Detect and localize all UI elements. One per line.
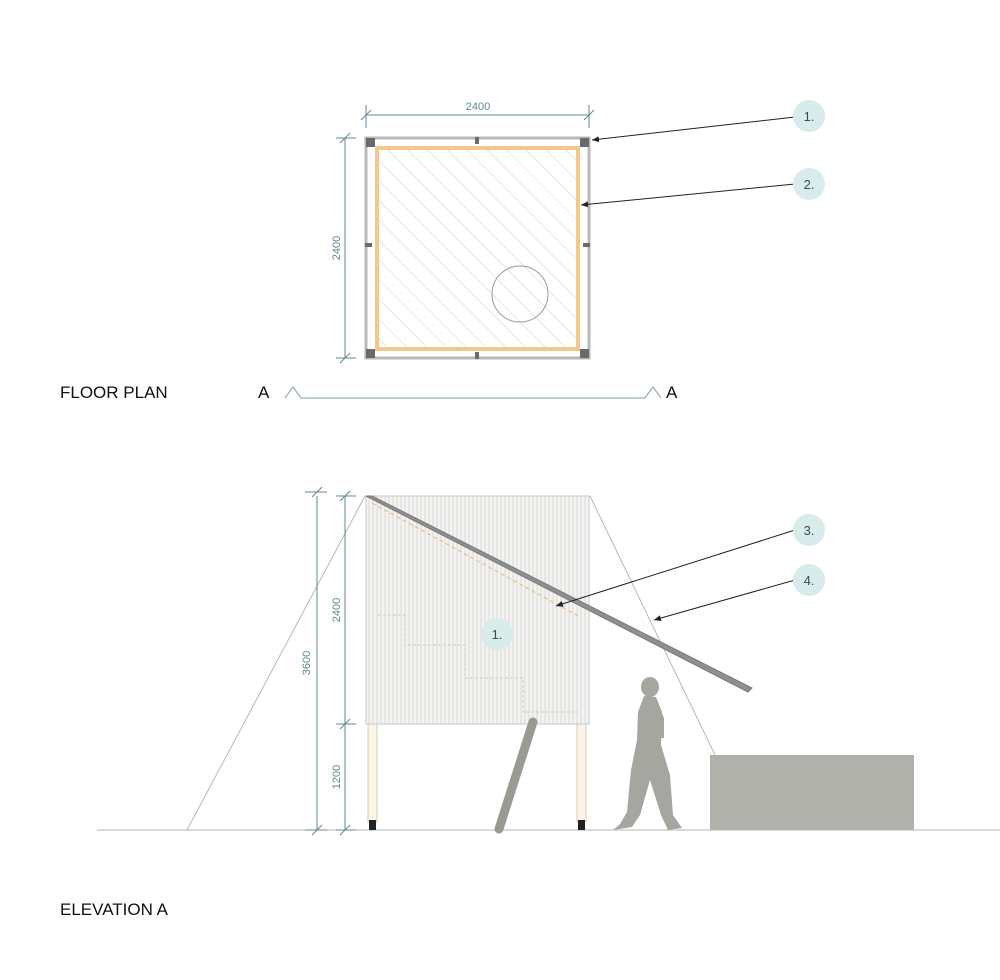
elevation-a: 3600 2400 1200 1. 3. 4. ELEVATION A — [60, 486, 1000, 919]
plan-circle-opening — [491, 265, 549, 323]
callout-1-label: 1. — [804, 109, 815, 124]
roof-panel — [365, 495, 753, 693]
section-mark-left: A — [258, 383, 270, 402]
section-mark-right: A — [666, 383, 678, 402]
leg-left-foot — [369, 820, 376, 830]
leg-right — [576, 723, 587, 823]
hidden-stairs — [378, 614, 578, 713]
plan-posts — [365, 137, 590, 359]
guy-line-right — [589, 495, 716, 756]
floor-plan-title: FLOOR PLAN — [60, 383, 168, 402]
callout-2-label: 2. — [804, 177, 815, 192]
plan-width-dimension — [360, 105, 595, 128]
elevation-title: ELEVATION A — [60, 900, 169, 919]
callout-1-elevation-label: 1. — [492, 627, 503, 642]
ground-block — [710, 755, 914, 830]
leg-right-foot — [578, 820, 585, 830]
elevation-total-label: 3600 — [301, 651, 313, 675]
ladder-pole — [494, 717, 538, 834]
plan-timber-floor — [375, 146, 580, 351]
human-figure — [613, 677, 682, 830]
leg-left — [367, 723, 378, 823]
callout-4-leader — [653, 579, 796, 621]
callout-3-bubble — [793, 514, 825, 546]
callout-4-bubble — [793, 564, 825, 596]
plan-depth-dimension — [336, 132, 356, 364]
section-line — [284, 386, 662, 399]
plan-depth-label: 2400 — [331, 236, 343, 260]
callout-4-label: 4. — [804, 573, 815, 588]
guy-line-left — [186, 495, 366, 831]
callout-2-bubble — [793, 168, 825, 200]
callout-1-elevation-bubble — [481, 618, 513, 650]
callout-2-leader — [580, 183, 796, 208]
elevation-upper-label: 2400 — [331, 598, 343, 622]
callout-1-leader — [591, 116, 796, 143]
floor-plan: 2400 2400 FLOOR PLAN A A 1. 2. — [60, 100, 825, 402]
callout-3-leader — [555, 529, 796, 607]
callout-3-label: 3. — [804, 523, 815, 538]
roof-dashed-line — [371, 502, 581, 618]
elevation-part-dimension — [336, 490, 356, 836]
elevation-lower-label: 1200 — [331, 765, 343, 789]
cabin-elevation — [365, 495, 590, 725]
plan-width-label: 2400 — [466, 101, 490, 113]
callout-1-bubble — [793, 100, 825, 132]
elevation-total-dimension — [305, 486, 327, 836]
